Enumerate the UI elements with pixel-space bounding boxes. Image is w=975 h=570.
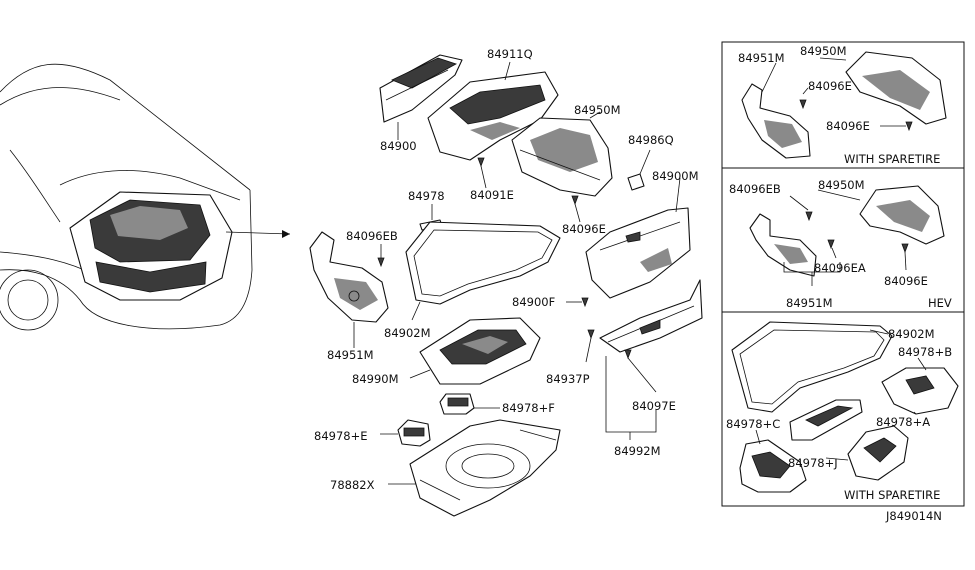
part-84911q[interactable] [427,61,559,161]
label-78882x: 78882X [330,478,375,492]
panel-bottom-parts [731,321,959,493]
label-84097e: 84097E [632,399,676,413]
panel-hev-label-84951m: 84951M [786,296,833,310]
part-84091e[interactable] [477,157,487,189]
part-84937p[interactable] [585,329,595,363]
part-top-84951m[interactable] [741,83,811,159]
panel-bottom-caption: WITH SPARETIRE [844,488,940,502]
label-84900: 84900 [380,139,417,153]
vehicle-rear-view [0,63,291,331]
label-84091e: 84091E [470,188,514,202]
panel-with-sparetire-bottom [721,311,965,507]
part-84978f[interactable] [439,393,500,415]
part-bottom-84978j[interactable] [789,399,863,441]
part-84902m[interactable] [405,221,561,321]
part-84900[interactable] [379,54,463,140]
part-84096eb[interactable] [377,244,385,268]
panel-bottom-label-84978a: 84978+A [876,415,930,429]
part-bottom-84978a-tray[interactable] [847,425,909,481]
label-84992m: 84992M [614,444,661,458]
part-top-84950m[interactable] [845,51,947,125]
part-hev-84950m[interactable] [859,185,945,245]
part-84990m[interactable] [409,317,541,385]
label-84096e: 84096E [562,222,606,236]
part-84992m[interactable] [599,279,703,440]
part-hev-84951m[interactable] [749,213,817,277]
part-bottom-84978c[interactable] [739,439,807,493]
panel-hev-label-84950m: 84950M [818,178,865,192]
part-84978e[interactable] [380,419,431,447]
panel-hev-label-84096ea: 84096EA [814,261,866,275]
part-78882x[interactable] [388,419,561,517]
label-84937p: 84937P [546,372,590,386]
panel-top-parts [741,51,947,159]
label-84978: 84978 [408,189,445,203]
part-84900f[interactable] [566,297,589,308]
part-bottom-84978b[interactable] [881,367,959,415]
label-84096eb: 84096EB [346,229,398,243]
panel-hev-caption: HEV [928,296,952,310]
panel-mid-parts [749,185,945,286]
part-84900m[interactable] [585,177,691,299]
panel-top-label-84951m: 84951M [738,51,785,65]
label-84986q: 84986Q [628,133,674,147]
part-84096e[interactable] [571,195,581,223]
part-bottom-84902m[interactable] [731,321,893,413]
panel-top-caption: WITH SPARETIRE [844,152,940,166]
panel-bottom-label-84978j: 84978+J [788,456,838,470]
panel-bottom-label-84978b: 84978+B [898,345,952,359]
label-84990m: 84990M [352,372,399,386]
panel-bottom-label-84902m: 84902M [888,327,935,341]
panel-top-label-84950m: 84950M [800,44,847,58]
label-84951m: 84951M [327,348,374,362]
part-84986q[interactable] [627,149,651,191]
diagram-id: J849014N [885,509,942,523]
panel-top-label-84096e-a: 84096E [808,79,852,93]
label-84900m: 84900M [652,169,699,183]
label-84902m: 84902M [384,326,431,340]
label-84950m: 84950M [574,103,621,117]
label-84911q: 84911Q [487,47,533,61]
panel-hev-label-84096eb: 84096EB [729,182,781,196]
part-84097e[interactable] [624,349,657,393]
part-84951m[interactable] [309,231,389,348]
panel-bottom-label-84978c: 84978+C [726,417,780,431]
label-84900f: 84900F [512,295,555,309]
part-84950m[interactable] [511,111,613,197]
label-84978e: 84978+E [314,429,368,443]
panel-hev-label-84096e: 84096E [884,274,928,288]
panel-top-label-84096e-b: 84096E [826,119,870,133]
label-84978f: 84978+F [502,401,555,415]
